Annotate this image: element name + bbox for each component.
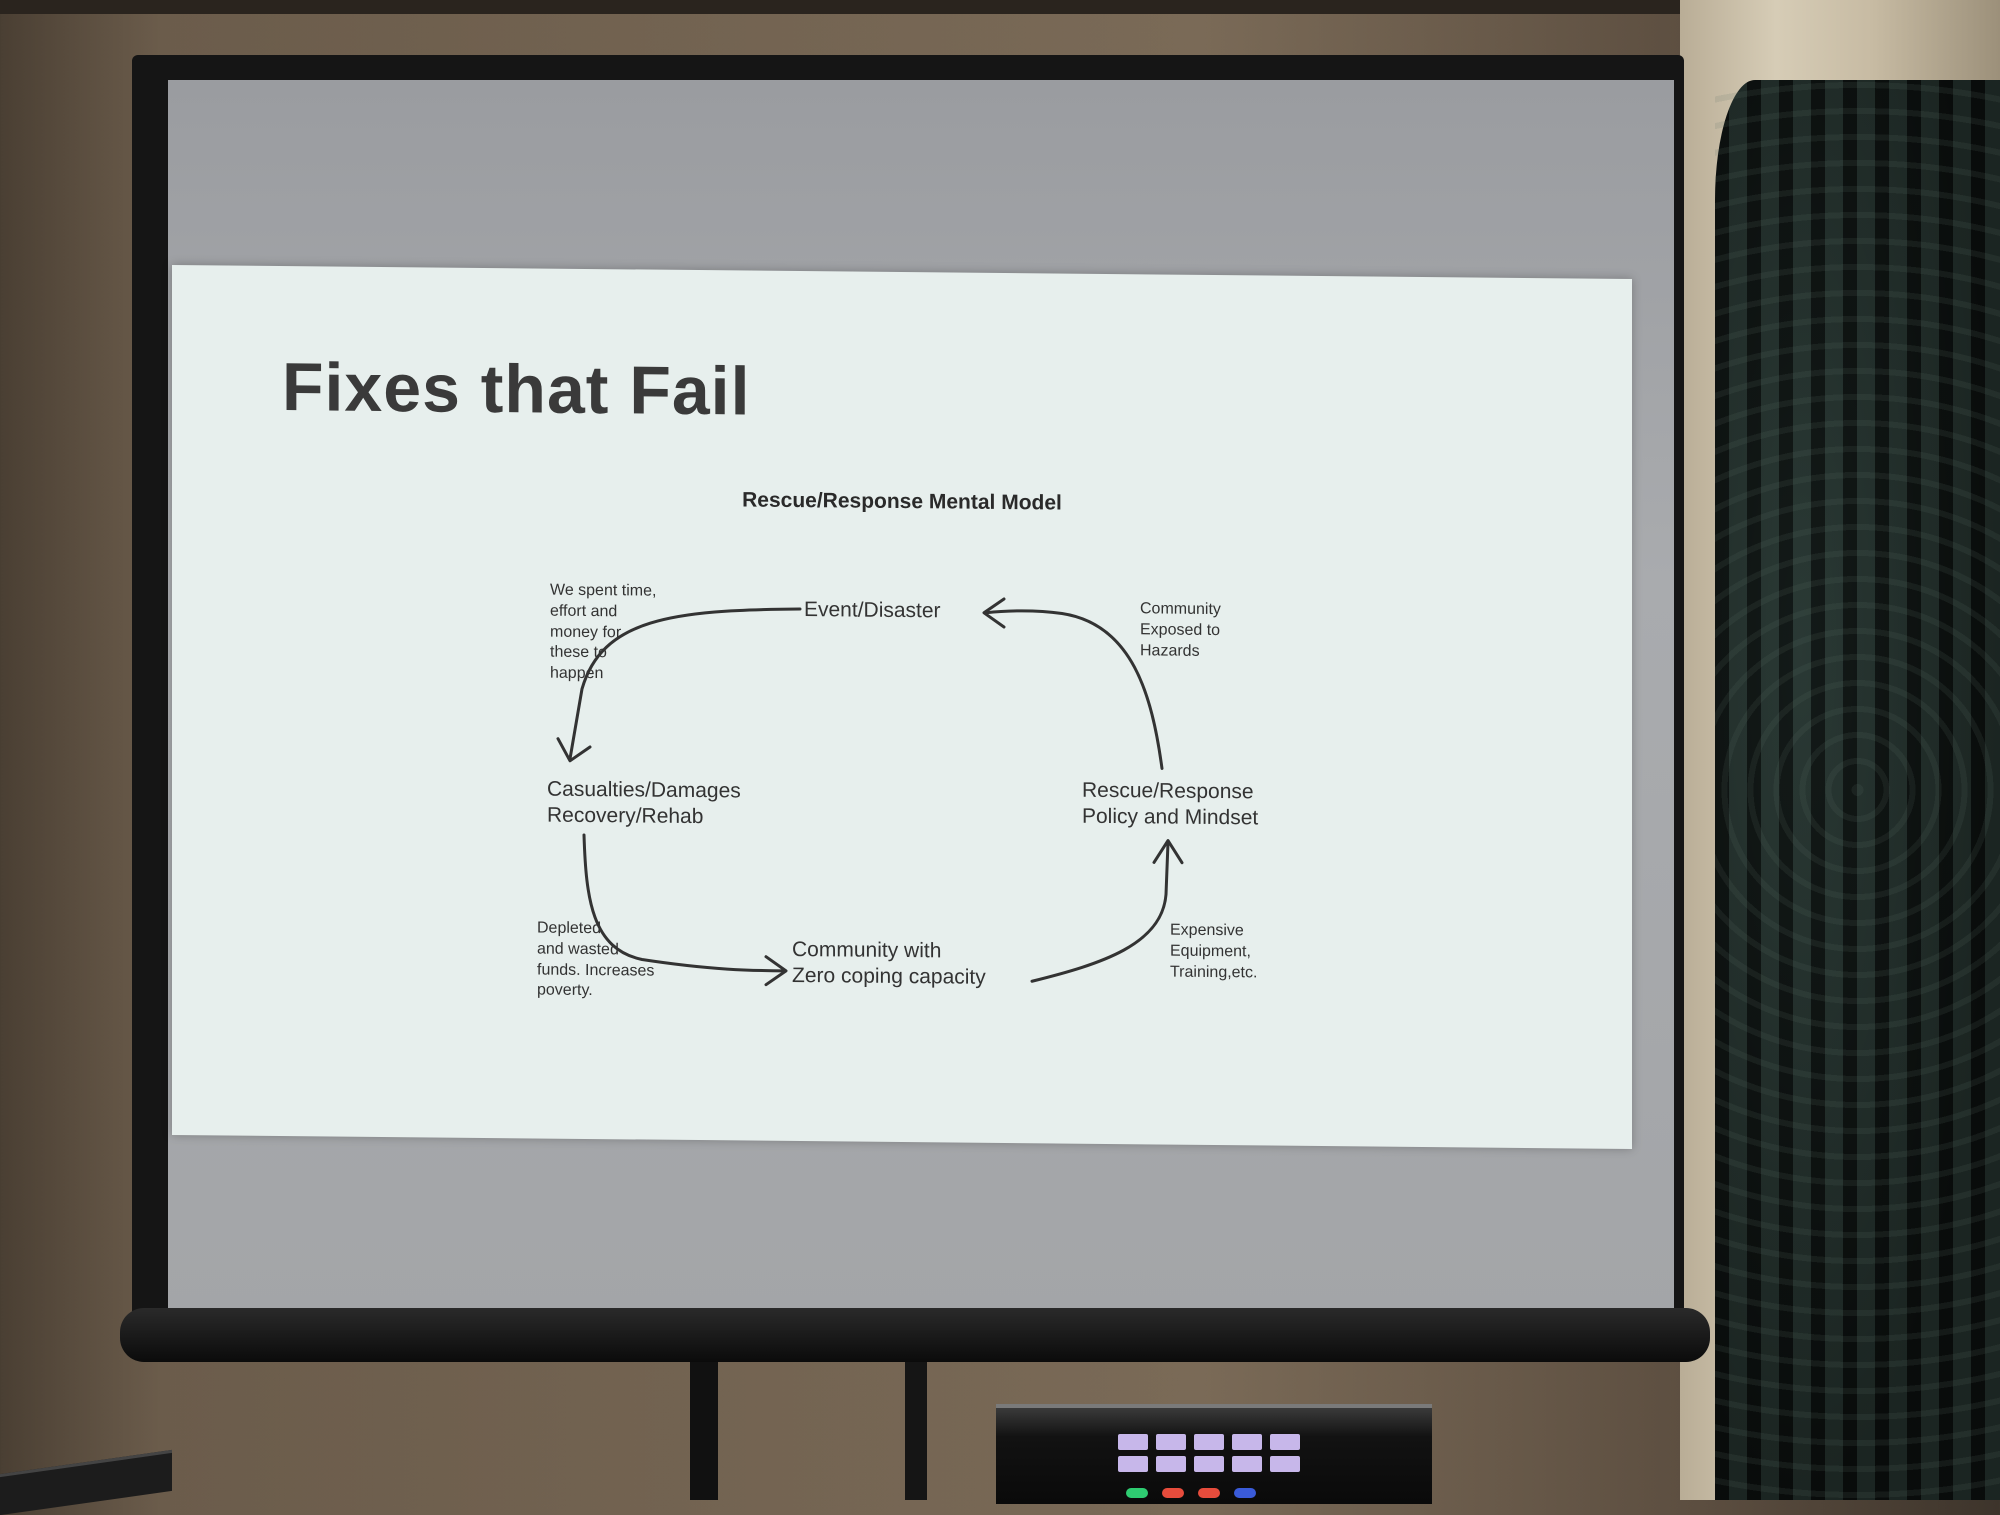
green-light-icon — [1126, 1488, 1148, 1498]
arrow-rescue-to-event-head — [982, 597, 1006, 629]
screen-stand-leg — [690, 1362, 718, 1500]
device-keypad — [1118, 1434, 1300, 1472]
device-key — [1194, 1456, 1224, 1472]
device-key — [1156, 1456, 1186, 1472]
device-key — [1232, 1434, 1262, 1450]
device-key — [1232, 1456, 1262, 1472]
device-lights — [1126, 1488, 1256, 1498]
screen-stand-leg — [905, 1362, 927, 1500]
arrow-rescue-to-event — [984, 609, 1164, 770]
device-key — [1118, 1456, 1148, 1472]
device-key — [1270, 1434, 1300, 1450]
ceiling — [0, 0, 2000, 14]
screen-bottom-bar — [120, 1308, 1710, 1362]
projected-slide: Fixes that Fail Rescue/Response Mental M… — [172, 264, 1632, 1150]
curtain — [1715, 80, 2000, 1500]
blue-light-icon — [1234, 1488, 1256, 1498]
av-controller-device — [996, 1404, 1432, 1504]
arrow-event-to-casualties — [568, 607, 802, 761]
curtain-pattern — [1715, 80, 2000, 1500]
laptop-corner — [0, 1449, 172, 1515]
device-key — [1194, 1434, 1224, 1450]
arrow-community-to-rescue — [1030, 841, 1170, 983]
device-key — [1156, 1434, 1186, 1450]
arrow-event-to-casualties-head — [556, 737, 592, 763]
device-key — [1270, 1456, 1300, 1472]
device-key — [1118, 1434, 1148, 1450]
red-light-icon — [1198, 1488, 1220, 1498]
arrow-community-to-rescue-head — [1152, 839, 1184, 865]
cycle-arrows — [556, 597, 1184, 987]
red-light-icon — [1162, 1488, 1184, 1498]
arrow-casualties-to-community — [582, 833, 786, 973]
arrow-casualties-to-community-head — [764, 955, 788, 987]
